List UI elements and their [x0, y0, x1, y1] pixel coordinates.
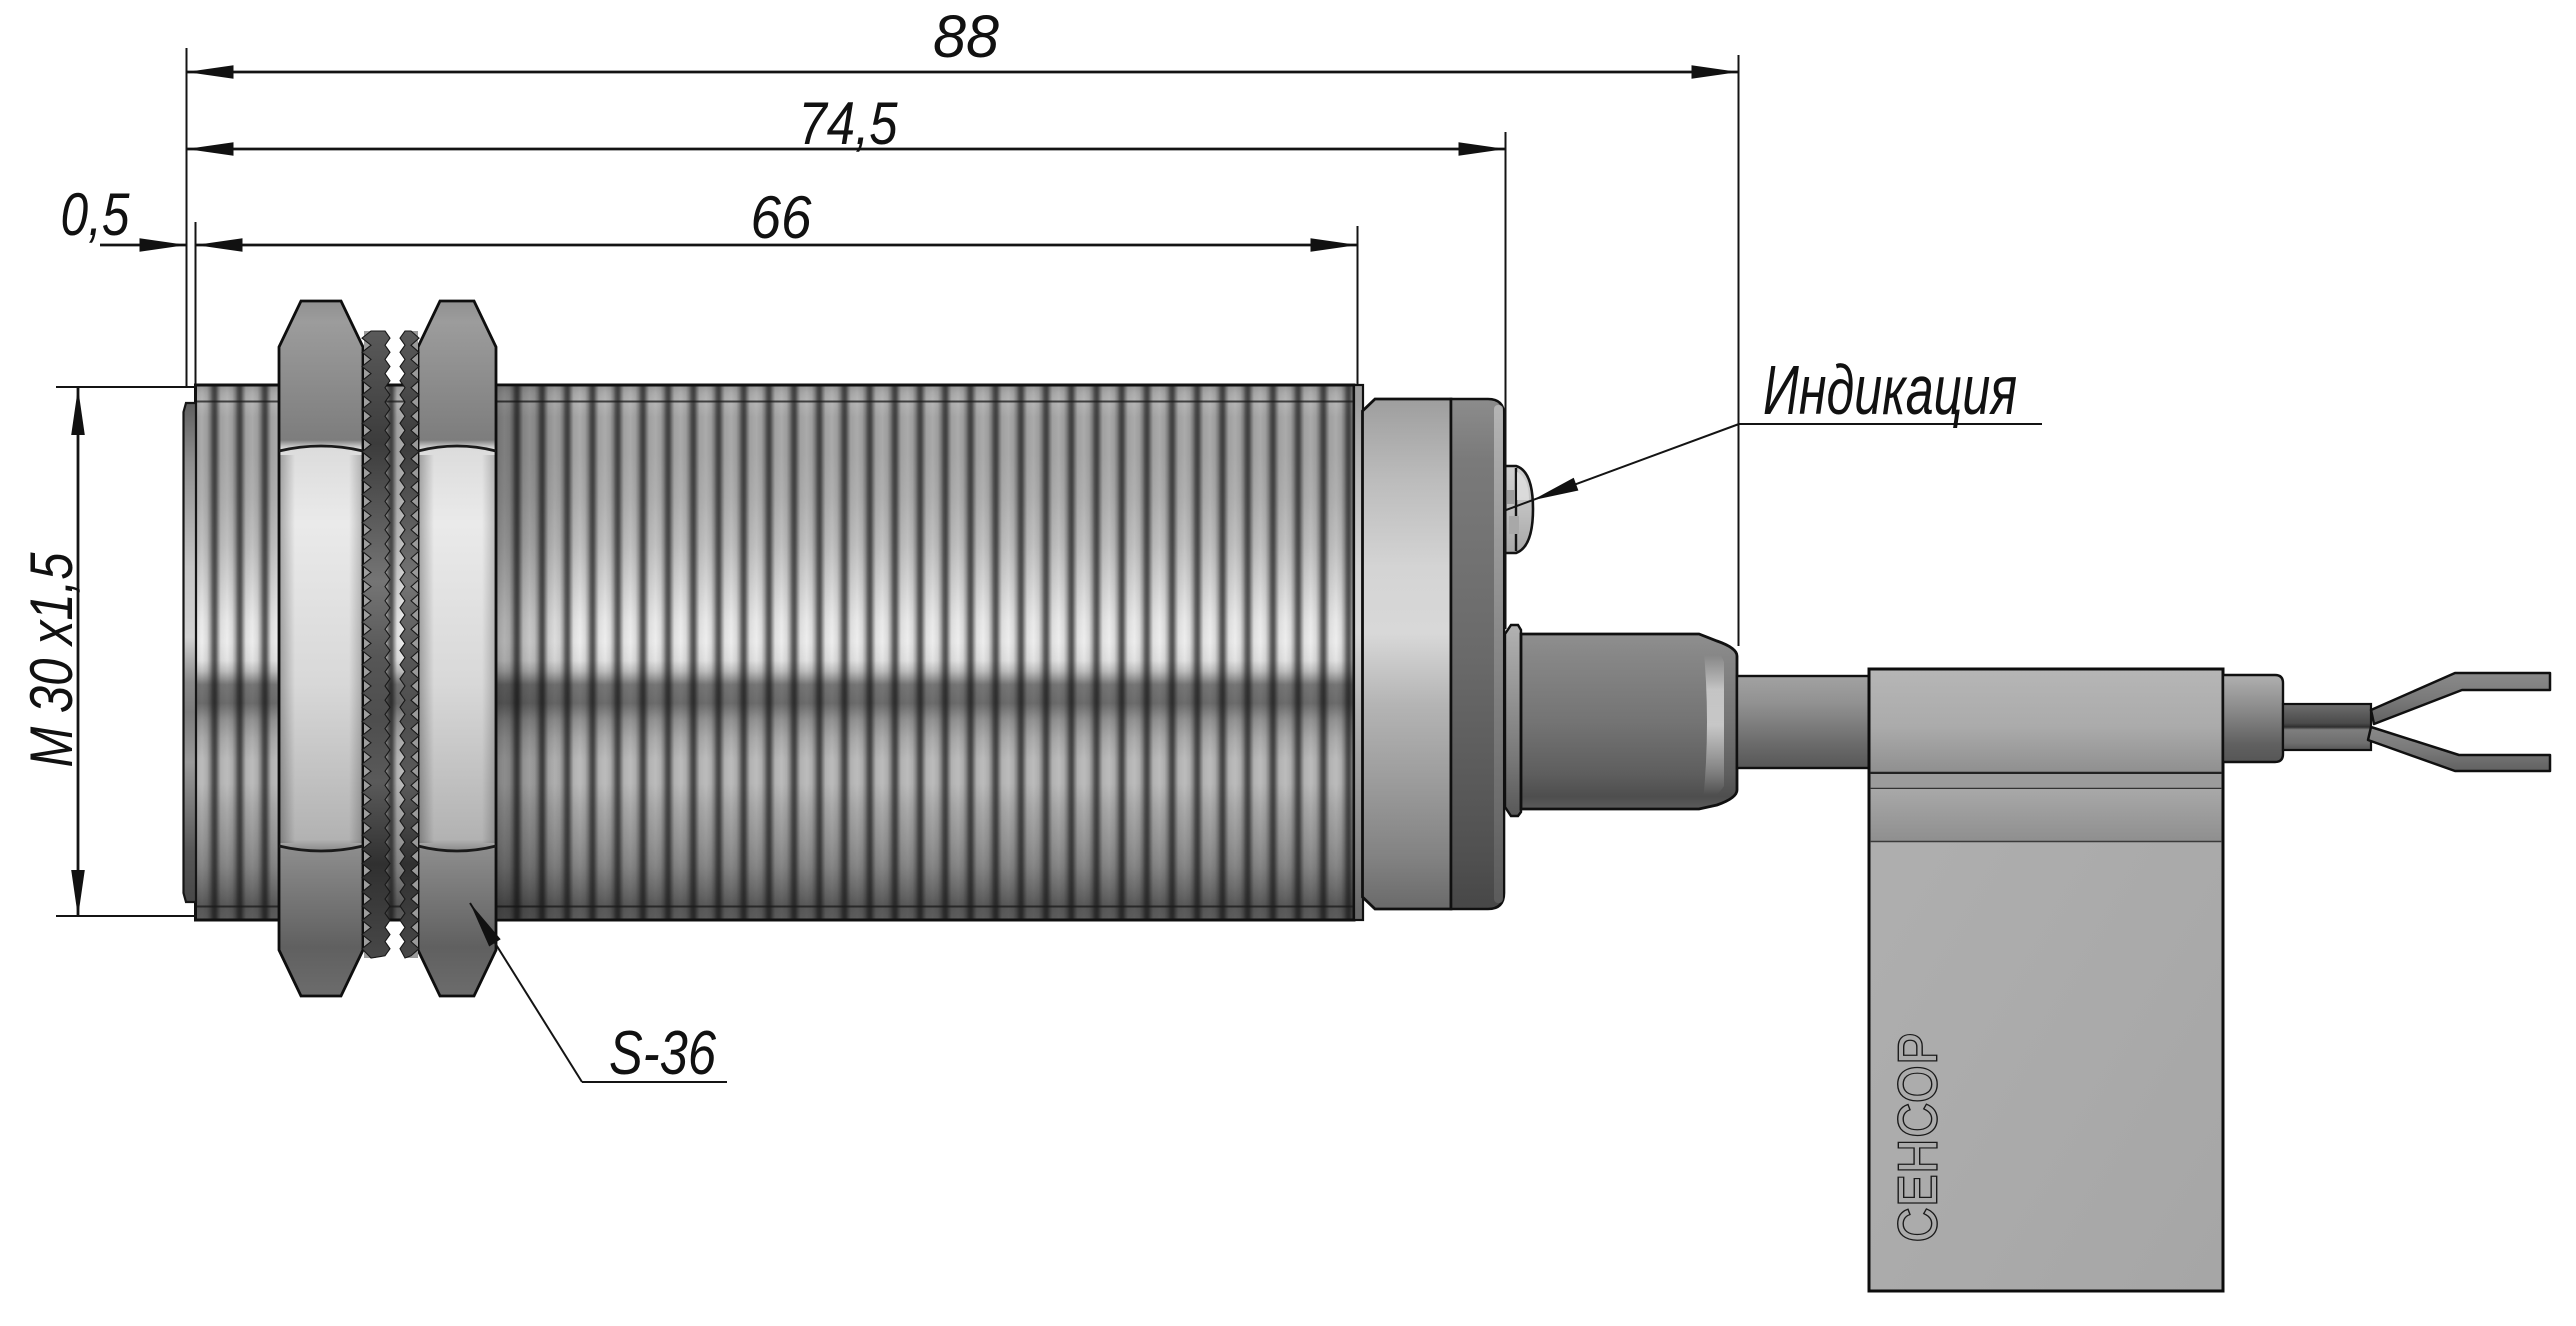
svg-text:Индикация: Индикация	[1763, 351, 2017, 429]
svg-text:88: 88	[933, 3, 1000, 70]
svg-text:74,5: 74,5	[799, 90, 899, 157]
svg-text:0,5: 0,5	[61, 181, 131, 248]
svg-text:66: 66	[751, 184, 813, 251]
svg-text:M 30 x1,5: M 30 x1,5	[18, 552, 85, 768]
svg-text:S-36: S-36	[609, 1019, 716, 1088]
svg-text:СЕНСОР: СЕНСОР	[1888, 1031, 1948, 1242]
